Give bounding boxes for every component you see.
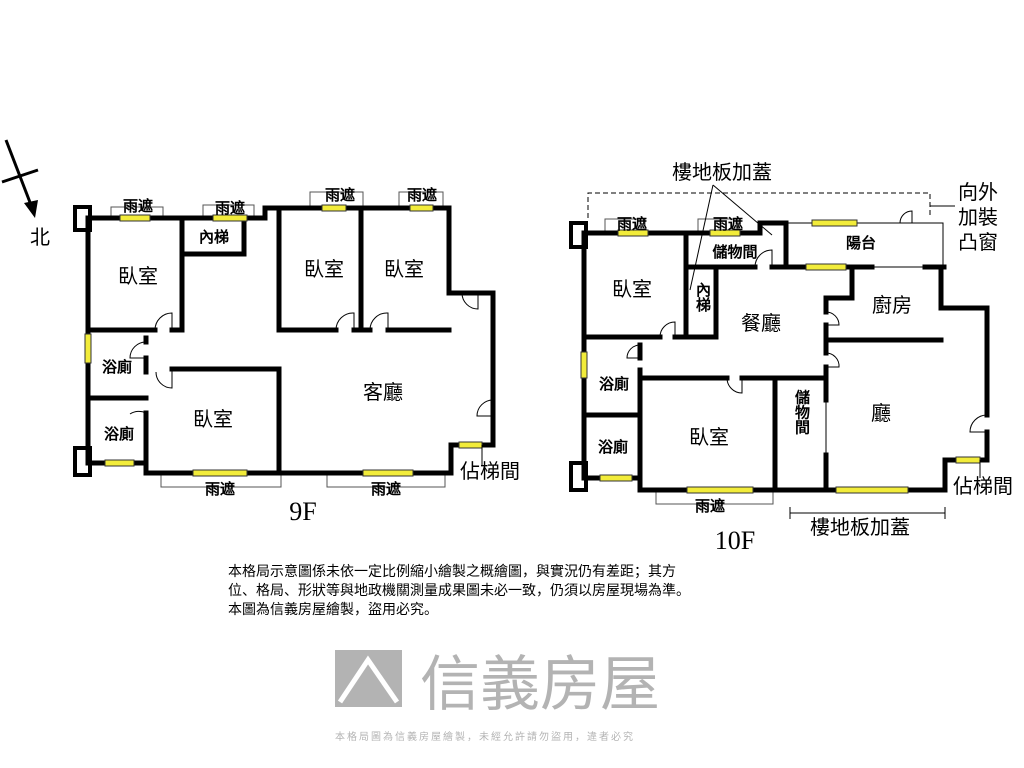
floor-9f-labels: 雨遮 雨遮 雨遮 雨遮 雨遮 雨遮 臥室 內梯 臥室 臥室 浴廁 浴廁 臥室 客… [102,186,520,526]
floor-title-9f: 9F [289,497,316,526]
floor-9f-plan [73,191,496,488]
room-hall: 廳 [871,401,891,425]
canopy-label: 雨遮 [215,199,245,217]
annotation-floor-addition: 樓地板加蓋 [672,160,772,184]
canopy-label: 雨遮 [695,497,725,515]
bay-window-note: 凸窗 [958,230,998,254]
bay-window-note: 加裝 [958,205,998,229]
room-bedroom: 臥室 [304,257,344,281]
watermark-brand: 信義房屋 [420,650,660,720]
floor-10f-plan [569,184,990,519]
room-bathroom: 浴廁 [599,375,629,393]
floor-10f-labels: 樓地板加蓋 向外 加裝 凸窗 雨遮 雨遮 雨遮 臥室 儲物間 內梯 餐廳 陽台 … [598,160,1013,555]
annotation-leader [689,184,714,291]
canopy-label: 雨遮 [123,197,153,215]
canopy-label: 雨遮 [205,480,235,498]
room-bathroom: 浴廁 [598,438,628,456]
canopy-label: 雨遮 [713,215,743,233]
room-inner-stair: 內梯 [694,282,712,313]
disclaimer-line: 本圖為信義房屋繪製，盜用必究。 [228,602,438,618]
room-stairwell: 佔梯間 [953,474,1013,498]
canopy-label: 雨遮 [617,215,647,233]
room-bedroom: 臥室 [118,264,158,288]
room-bathroom: 浴廁 [104,425,134,443]
room-inner-stair: 內梯 [199,228,229,246]
room-stairwell: 佔梯間 [460,459,520,483]
disclaimer-line: 本格局示意圖係未依一定比例縮小繪製之概繪圖，與實況仍有差距；其方 [228,564,676,580]
room-kitchen: 廚房 [872,293,912,317]
room-storage: 儲物間 [793,389,811,436]
floor-title-10f: 10F [715,526,755,555]
room-storage: 儲物間 [712,243,757,261]
room-bathroom: 浴廁 [102,358,132,376]
watermark: 信義房屋 本格局圖為信義房屋繪製，未經允許請勿盜用，違者必究 [335,650,660,743]
bay-window-note: 向外 [958,180,998,204]
annotation-floor-addition: 樓地板加蓋 [810,515,910,539]
room-bedroom: 臥室 [193,407,233,431]
annotation-leader [712,184,773,236]
canopy-label: 雨遮 [407,186,437,204]
north-label: 北 [30,225,50,249]
north-arrow-icon [1,139,39,218]
disclaimer-notes: 本格局示意圖係未依一定比例縮小繪製之概繪圖，與實況仍有差距；其方 位、格局、形狀… [228,563,690,620]
canopy-label: 雨遮 [325,186,355,204]
canopy-label: 雨遮 [371,480,401,498]
room-bedroom: 臥室 [612,277,652,301]
watermark-notice: 本格局圖為信義房屋繪製，未經允許請勿盜用，違者必究 [335,730,635,743]
disclaimer-line: 位、格局、形狀等與地政機關測量成果圖未必一致，仍須以房屋現場為準。 [228,583,690,599]
room-balcony: 陽台 [846,234,876,252]
room-living-room: 客廳 [363,380,403,404]
room-bedroom: 臥室 [689,425,729,449]
room-bedroom: 臥室 [384,257,424,281]
room-dining: 餐廳 [741,311,781,335]
